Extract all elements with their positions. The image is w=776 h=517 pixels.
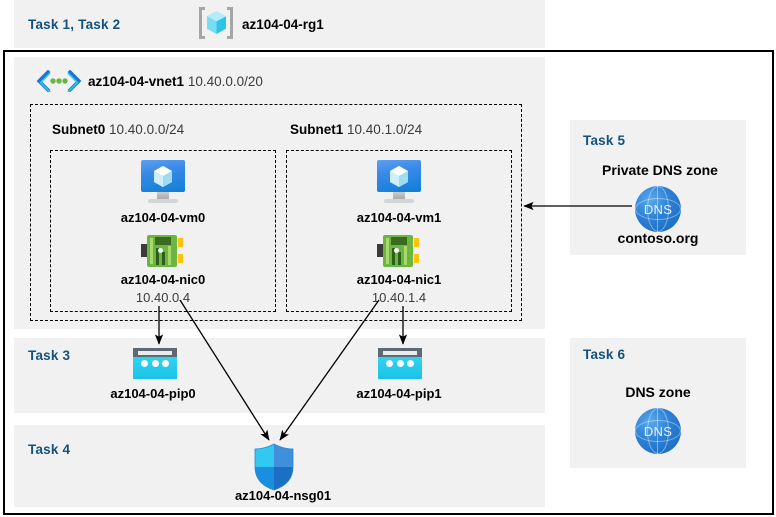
subnet1-dashed-boundary xyxy=(286,150,512,312)
dns-zone-icon-public: DNS xyxy=(635,408,681,454)
pip0-name: az104-04-pip0 xyxy=(110,386,196,401)
nic1-ip: 10.40.1.4 xyxy=(371,290,427,305)
nic1-name: az104-04-nic1 xyxy=(356,272,442,287)
vm1-name: az104-04-vm1 xyxy=(356,210,442,225)
resource-group-header-panel xyxy=(14,0,545,48)
task-label-1-2: Task 1, Task 2 xyxy=(28,17,121,32)
virtual-machine-icon-vm0 xyxy=(139,160,187,205)
dns-zone-icon-private: DNS xyxy=(635,186,681,232)
dns-icon-text: DNS xyxy=(643,201,673,217)
network-interface-icon-nic1 xyxy=(377,234,421,268)
vnet-header: az104-04-vnet1 10.40.0.0/20 xyxy=(88,74,263,89)
pip1-name: az104-04-pip1 xyxy=(356,386,442,401)
vnet-glyph xyxy=(36,69,82,93)
resource-group-boundary xyxy=(3,50,774,515)
private-dns-zone-name: contoso.org xyxy=(617,230,699,246)
vnet-cidr: 10.40.0.0/20 xyxy=(187,74,263,89)
subnet1-header: Subnet1 10.40.1.0/24 xyxy=(290,122,422,137)
cube-glyph xyxy=(154,166,172,187)
subnet0-header: Subnet0 10.40.0.0/24 xyxy=(52,122,184,137)
dns-zone-heading: DNS zone xyxy=(625,384,691,400)
dns-icon-text: DNS xyxy=(643,423,673,439)
vnet-panel xyxy=(14,57,545,329)
task-label-5: Task 5 xyxy=(583,133,626,148)
subnet1-cidr: 10.40.1.0/24 xyxy=(347,122,423,137)
task3-panel xyxy=(14,338,545,413)
shield-glyph xyxy=(254,443,294,491)
task-label-3: Task 3 xyxy=(28,348,71,363)
vm0-name: az104-04-vm0 xyxy=(120,210,206,225)
cube-glyph xyxy=(390,166,408,187)
public-ip-address-icon-pip1 xyxy=(378,348,422,382)
network-interface-icon-nic0 xyxy=(141,234,185,268)
nsg-name: az104-04-nsg01 xyxy=(234,488,332,503)
vnet-dashed-boundary xyxy=(30,104,522,321)
vnet-name: az104-04-vnet1 xyxy=(88,74,185,89)
nic0-name: az104-04-nic0 xyxy=(120,272,206,287)
resource-group-name: az104-04-rg1 xyxy=(242,17,324,32)
virtual-machine-icon-vm1 xyxy=(375,160,423,205)
resource-group-icon xyxy=(199,6,233,40)
subnet1-name: Subnet1 xyxy=(290,122,344,137)
subnet0-name: Subnet0 xyxy=(52,122,106,137)
cube-glyph xyxy=(207,11,226,34)
task-label-6: Task 6 xyxy=(583,347,626,362)
subnet0-dashed-boundary xyxy=(50,150,276,312)
subnet0-cidr: 10.40.0.0/24 xyxy=(109,122,185,137)
virtual-network-icon xyxy=(36,69,82,93)
task-label-4: Task 4 xyxy=(28,442,71,457)
private-dns-zone-heading: Private DNS zone xyxy=(602,162,718,178)
public-ip-address-icon-pip0 xyxy=(133,348,177,382)
network-security-group-icon xyxy=(253,443,295,491)
nic0-ip: 10.40.0.4 xyxy=(135,290,191,305)
